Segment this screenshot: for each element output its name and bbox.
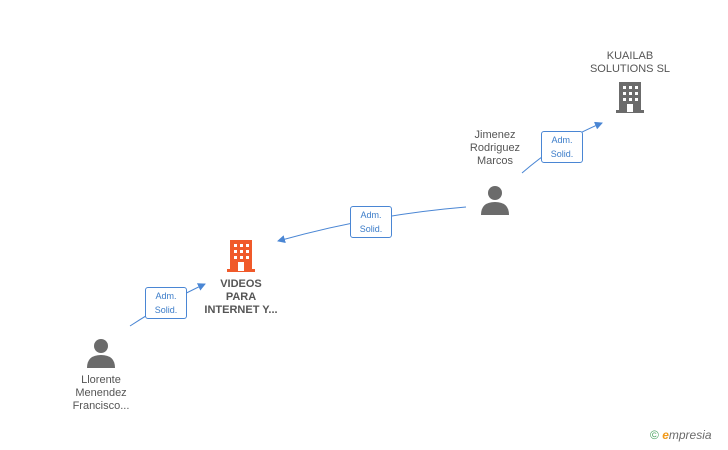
edge-badge-llorente-videos[interactable]: Adm. Solid.	[145, 287, 187, 319]
empresia-logo[interactable]: empresia	[662, 428, 712, 442]
building-icon	[227, 240, 255, 272]
node-videos-label: VIDEOS PARA INTERNET Y...	[204, 278, 278, 316]
badge-role-sub-label: Solid.	[359, 224, 383, 234]
node-llorente[interactable]: Llorente Menendez Francisco...	[56, 338, 146, 413]
node-kuailab-label: KUAILAB SOLUTIONS SL	[589, 50, 671, 75]
footer-copyright: © empresia	[650, 428, 712, 442]
node-llorente-label: Llorente Menendez Francisco...	[72, 374, 130, 412]
badge-role-label: Adm.	[155, 291, 177, 301]
node-jimenez-label: Jimenez Rodriguez Marcos	[469, 129, 521, 167]
building-icon	[616, 82, 644, 113]
copyright-icon: ©	[650, 428, 659, 442]
badge-role-sub-label: Solid.	[154, 305, 178, 315]
badge-role-sub-label: Solid.	[550, 149, 574, 159]
person-icon	[87, 339, 115, 368]
badge-role-label: Adm.	[360, 210, 382, 220]
person-icon	[481, 186, 509, 215]
badge-role-label: Adm.	[551, 135, 573, 145]
edge-badge-jimenez-kuailab[interactable]: Adm. Solid.	[541, 131, 583, 163]
node-videos[interactable]: VIDEOS PARA INTERNET Y...	[193, 238, 289, 317]
node-kuailab[interactable]: KUAILAB SOLUTIONS SL	[578, 50, 682, 114]
edge-badge-jimenez-videos[interactable]: Adm. Solid.	[350, 206, 392, 238]
node-jimenez[interactable]: Jimenez Rodriguez Marcos	[454, 129, 536, 215]
